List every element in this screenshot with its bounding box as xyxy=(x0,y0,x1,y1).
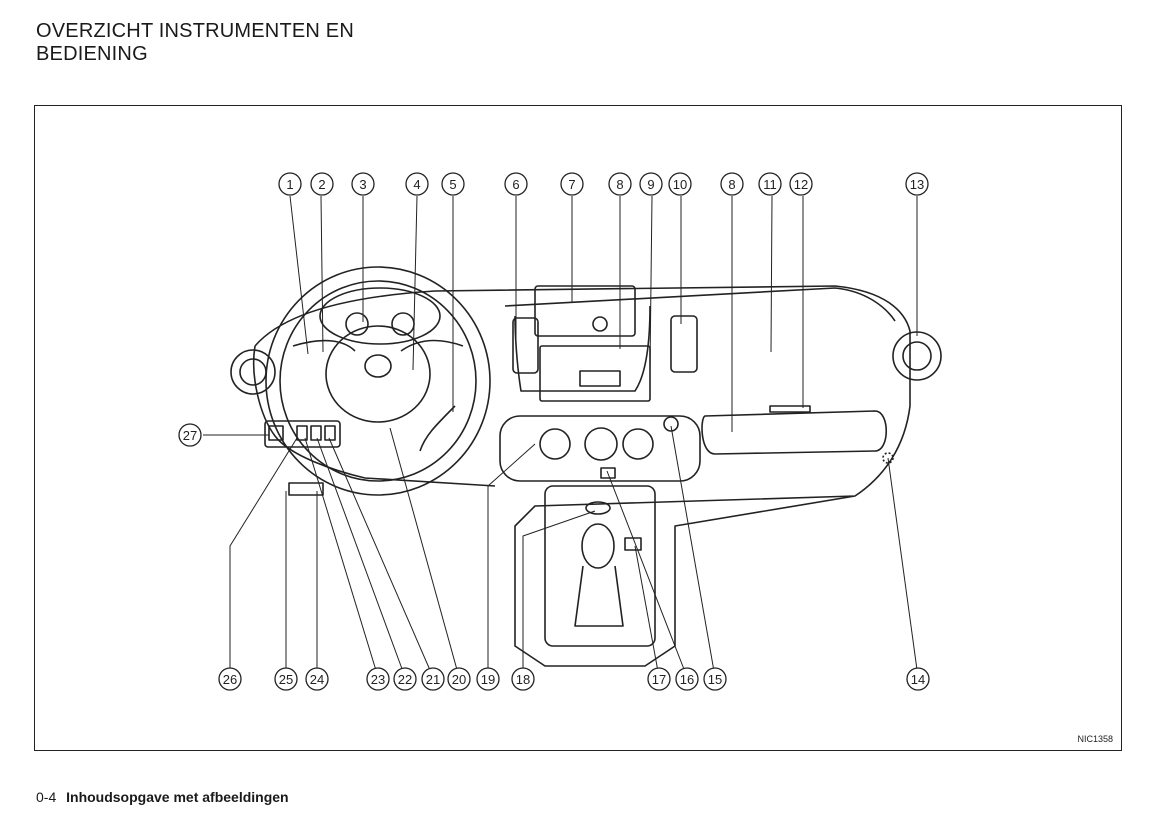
left-switch-panel xyxy=(264,420,341,448)
callout-19: 19 xyxy=(476,667,500,691)
svg-text:20: 20 xyxy=(452,672,466,687)
dashboard-outline xyxy=(254,285,911,667)
callout-13: 13 xyxy=(905,172,929,196)
svg-text:11: 11 xyxy=(763,177,777,192)
callout-26: 26 xyxy=(218,667,242,691)
svg-text:8: 8 xyxy=(616,177,623,192)
callout-20: 20 xyxy=(447,667,471,691)
svg-text:24: 24 xyxy=(310,672,324,687)
center-left-vent xyxy=(512,317,539,374)
left-vent-icon xyxy=(230,349,276,395)
leader-lines xyxy=(203,195,919,678)
temp-knob-icon xyxy=(584,427,618,461)
callout-18: 18 xyxy=(511,667,535,691)
svg-text:23: 23 xyxy=(371,672,385,687)
callout-15: 15 xyxy=(703,667,727,691)
dashboard-drawing xyxy=(230,266,942,667)
callout-3: 3 xyxy=(351,172,375,196)
center-right-vent xyxy=(670,315,698,373)
page-number: 0-4 xyxy=(36,789,57,805)
svg-text:12: 12 xyxy=(794,177,808,192)
callout-27: 27 xyxy=(178,423,202,447)
section-title: Inhoudsopgave met afbeeldingen xyxy=(66,789,289,805)
callouts-bottom: 26 25 24 23 22 21 20 19 18 17 16 15 14 xyxy=(218,667,930,691)
callout-9: 9 xyxy=(639,172,663,196)
callout-8b: 8 xyxy=(720,172,744,196)
callout-11: 11 xyxy=(758,172,782,196)
svg-text:19: 19 xyxy=(481,672,495,687)
svg-text:16: 16 xyxy=(680,672,694,687)
svg-text:6: 6 xyxy=(512,177,519,192)
callouts-side: 27 xyxy=(178,423,202,447)
svg-text:9: 9 xyxy=(647,177,654,192)
callout-7: 7 xyxy=(560,172,584,196)
audio-unit xyxy=(539,345,651,402)
climate-control-panel xyxy=(499,415,701,482)
svg-text:18: 18 xyxy=(516,672,530,687)
callout-1: 1 xyxy=(278,172,302,196)
svg-text:27: 27 xyxy=(183,428,197,443)
callout-8a: 8 xyxy=(608,172,632,196)
glove-box-outline xyxy=(701,410,887,455)
gear-knob-icon xyxy=(581,523,615,569)
center-storage-box xyxy=(534,285,636,337)
svg-text:25: 25 xyxy=(279,672,293,687)
page-footer: 0-4 Inhoudsopgave met afbeeldingen xyxy=(36,789,289,805)
callout-16: 16 xyxy=(675,667,699,691)
callout-23: 23 xyxy=(366,667,390,691)
callout-12: 12 xyxy=(789,172,813,196)
page-title: OVERZICHT INSTRUMENTEN EN BEDIENING xyxy=(36,20,354,65)
svg-text:5: 5 xyxy=(449,177,456,192)
callout-4: 4 xyxy=(405,172,429,196)
svg-text:8: 8 xyxy=(728,177,735,192)
console-tunnel xyxy=(544,485,656,647)
callout-17: 17 xyxy=(647,667,671,691)
callout-10: 10 xyxy=(668,172,692,196)
svg-text:7: 7 xyxy=(568,177,575,192)
callouts-top: 1 2 3 4 5 6 7 8 9 10 8 11 12 13 xyxy=(278,172,929,196)
callout-24: 24 xyxy=(305,667,329,691)
svg-text:1: 1 xyxy=(286,177,293,192)
svg-text:4: 4 xyxy=(413,177,420,192)
callout-14: 14 xyxy=(906,667,930,691)
steering-wheel-icon xyxy=(265,266,491,496)
svg-text:10: 10 xyxy=(673,177,687,192)
callout-22: 22 xyxy=(393,667,417,691)
callout-2: 2 xyxy=(310,172,334,196)
dashboard-figure: 1 2 3 4 5 6 7 8 9 10 8 11 12 13 27 26 25… xyxy=(34,105,1122,751)
svg-text:22: 22 xyxy=(398,672,412,687)
svg-text:14: 14 xyxy=(911,672,925,687)
fan-knob-icon xyxy=(539,428,571,460)
dashboard-illustration: 1 2 3 4 5 6 7 8 9 10 8 11 12 13 27 26 25… xyxy=(178,172,942,691)
mode-knob-icon xyxy=(622,428,654,460)
figure-code: NIC1358 xyxy=(1077,734,1113,744)
callout-5: 5 xyxy=(441,172,465,196)
svg-text:3: 3 xyxy=(359,177,366,192)
right-vent-icon xyxy=(892,331,942,381)
svg-text:13: 13 xyxy=(910,177,924,192)
svg-text:15: 15 xyxy=(708,672,722,687)
svg-text:17: 17 xyxy=(652,672,666,687)
callout-21: 21 xyxy=(421,667,445,691)
svg-text:26: 26 xyxy=(223,672,237,687)
instrument-cluster-icon xyxy=(319,287,441,345)
svg-text:21: 21 xyxy=(426,672,440,687)
svg-text:2: 2 xyxy=(318,177,325,192)
callout-25: 25 xyxy=(274,667,298,691)
callout-6: 6 xyxy=(504,172,528,196)
